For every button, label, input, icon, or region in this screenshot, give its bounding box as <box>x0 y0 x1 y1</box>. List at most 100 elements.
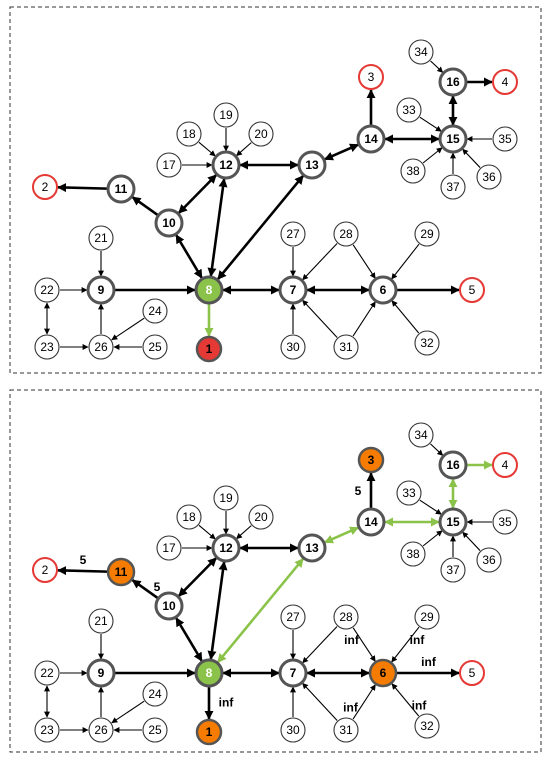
node-bottom-25: 25 <box>142 717 168 743</box>
edge-top-36-15 <box>462 148 481 168</box>
edge-top-28-7 <box>302 243 338 281</box>
node-circle <box>280 221 306 247</box>
node-circle <box>248 504 274 530</box>
edge-top-10-8 <box>175 234 203 279</box>
node-label: 1 <box>206 342 213 356</box>
node-circle <box>32 174 58 200</box>
node-label: 17 <box>162 541 176 555</box>
node-label: 8 <box>206 666 213 680</box>
node-bottom-31: 31 <box>333 717 359 743</box>
node-label: 25 <box>148 723 162 737</box>
node-label: 7 <box>290 666 297 680</box>
node-circle <box>400 541 426 567</box>
edge-bottom-33-15 <box>419 499 442 515</box>
node-circle <box>280 334 306 360</box>
node-circle <box>248 121 274 147</box>
edge-top-12-8 <box>207 177 228 278</box>
edge-top-18-12 <box>198 141 216 157</box>
node-top-36: 36 <box>476 164 502 190</box>
node-circle <box>34 277 60 303</box>
node-bottom-23: 23 <box>34 717 60 743</box>
node-label: 6 <box>380 283 387 297</box>
edge-bottom-32-6 <box>391 683 420 717</box>
node-circle <box>194 275 224 305</box>
node-label: 28 <box>339 610 353 624</box>
node-top-31: 31 <box>333 334 359 360</box>
node-circle <box>333 221 359 247</box>
node-label: 14 <box>364 132 378 146</box>
node-label: 24 <box>148 687 162 701</box>
node-circle <box>368 275 398 305</box>
panel-top-frame <box>9 6 542 374</box>
node-top-21: 21 <box>88 225 114 251</box>
panel-bottom-frame <box>9 389 542 753</box>
edge-bottom-31-6 <box>352 684 376 720</box>
node-bottom-13: 13 <box>297 533 327 563</box>
node-label: 37 <box>446 180 460 194</box>
node-label: 21 <box>94 231 108 245</box>
node-circle <box>440 557 466 583</box>
node-label: 21 <box>94 614 108 628</box>
node-circle <box>297 533 327 563</box>
node-top-37: 37 <box>440 174 466 200</box>
node-label: 2 <box>42 563 49 577</box>
edge-top-20-12 <box>236 142 252 157</box>
node-bottom-10: 10 <box>154 591 184 621</box>
node-circle <box>476 164 502 190</box>
node-bottom-5: 5 <box>459 660 485 686</box>
node-circle <box>156 535 182 561</box>
edge-top-13-14 <box>323 143 360 161</box>
node-circle <box>88 608 114 634</box>
node-label: 36 <box>482 553 496 567</box>
node-label: 5 <box>469 283 476 297</box>
node-circle <box>333 717 359 743</box>
node-top-8: 8 <box>194 275 224 305</box>
node-top-1: 1 <box>195 335 223 363</box>
node-label: 12 <box>219 158 233 172</box>
node-circle <box>176 504 202 530</box>
node-bottom-29: 29 <box>414 604 440 630</box>
node-circle <box>438 507 468 537</box>
node-top-5: 5 <box>459 277 485 303</box>
node-circle <box>459 660 485 686</box>
node-bottom-32: 32 <box>414 713 440 739</box>
edge-bottom-10-8 <box>175 617 203 662</box>
node-circle <box>156 152 182 178</box>
node-circle <box>408 39 434 65</box>
node-top-24: 24 <box>142 298 168 324</box>
node-circle <box>176 121 202 147</box>
node-circle <box>396 480 422 506</box>
node-bottom-33: 33 <box>396 480 422 506</box>
node-circle <box>278 275 308 305</box>
node-circle <box>34 717 60 743</box>
node-top-25: 25 <box>142 334 168 360</box>
edge-bottom-29-6 <box>391 626 420 663</box>
node-label: 16 <box>446 458 460 472</box>
node-label: 20 <box>254 127 268 141</box>
node-bottom-8: 8 <box>194 658 224 688</box>
node-label: 18 <box>182 510 196 524</box>
node-circle <box>86 658 116 688</box>
edge-top-31-7 <box>302 299 338 338</box>
node-bottom-11: 11 <box>106 557 136 587</box>
node-label: 10 <box>162 599 176 613</box>
node-label: 19 <box>219 491 233 505</box>
node-circle <box>154 208 184 238</box>
node-top-23: 23 <box>34 334 60 360</box>
node-label: 15 <box>446 132 460 146</box>
node-top-3: 3 <box>358 64 384 90</box>
node-circle <box>408 422 434 448</box>
node-label: 31 <box>339 723 353 737</box>
node-circle <box>280 717 306 743</box>
node-circle <box>32 557 58 583</box>
edge-bottom-36-15 <box>462 531 481 551</box>
edge-top-38-15 <box>422 147 443 164</box>
node-bottom-18: 18 <box>176 504 202 530</box>
node-circle <box>142 681 168 707</box>
node-label: 19 <box>219 108 233 122</box>
node-label: 32 <box>420 336 434 350</box>
node-circle <box>492 452 518 478</box>
node-label: 17 <box>162 158 176 172</box>
node-circle <box>356 507 386 537</box>
